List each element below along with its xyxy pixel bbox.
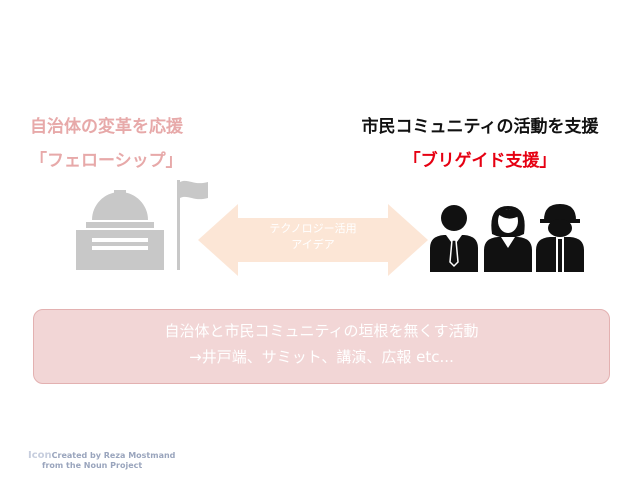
citizen-woman-icon	[484, 206, 532, 272]
summary-band	[33, 309, 610, 384]
credit-line1: Created by Reza Mostmand	[51, 451, 176, 460]
arrow-label-line1: テクノロジー活用	[269, 222, 357, 235]
arrow-label-line2: アイデア	[291, 238, 335, 251]
arrow-label: テクノロジー活用 アイデア	[258, 221, 368, 253]
flag-icon	[177, 180, 208, 270]
credit-line2: from the Noun Project	[42, 461, 143, 470]
right-title: 市民コミュニティの活動を支援	[361, 117, 599, 137]
credit-icon-word: Icon	[28, 450, 52, 461]
worker-helmet-icon	[536, 204, 584, 272]
left-title: 自治体の変革を応援	[30, 117, 183, 137]
band-line2: →井戸端、サミット、講演、広報 etc...	[189, 348, 454, 366]
right-subtitle: 「ブリゲイド支援」	[403, 151, 557, 171]
citizen-man-icon	[430, 205, 478, 272]
band-line1: 自治体と市民コミュニティの垣根を無くす活動	[164, 322, 479, 340]
exchange-arrow	[198, 204, 428, 276]
left-subtitle: 「フェローシップ」	[30, 151, 183, 171]
government-building-icon	[76, 190, 164, 270]
icon-credit: IconCreated by Reza Mostmand from the No…	[28, 451, 175, 471]
